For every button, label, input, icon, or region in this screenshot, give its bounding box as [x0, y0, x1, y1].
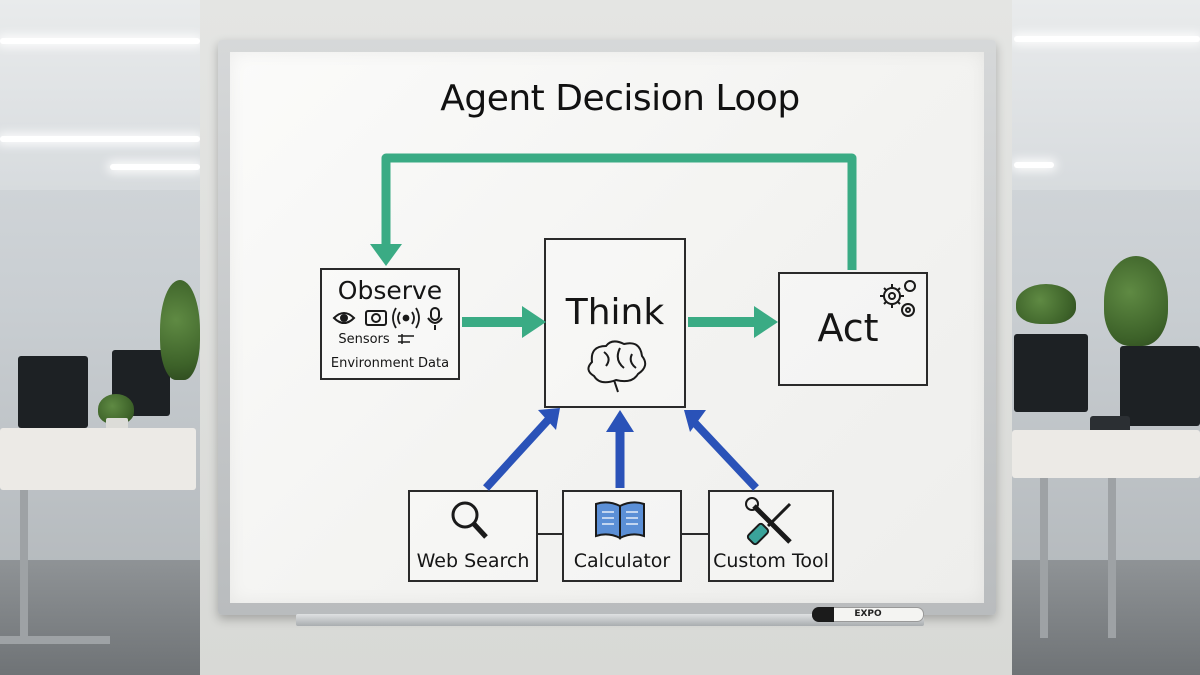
brain-icon — [588, 341, 645, 392]
think-to-act-arrow — [688, 306, 778, 338]
feedback-arrow-head — [370, 244, 402, 266]
custom-tool-to-think-arrow — [684, 410, 756, 488]
signal-icon — [393, 308, 419, 328]
eye-icon — [334, 313, 354, 323]
observe-to-think-arrow — [462, 306, 546, 338]
microphone-icon — [428, 308, 442, 330]
calculator-to-think-arrow — [606, 410, 634, 488]
book-icon — [596, 502, 644, 538]
magnifier-icon — [453, 503, 486, 537]
feedback-arrow — [386, 158, 852, 270]
wrench-screwdriver-icon — [746, 498, 790, 545]
camera-icon — [366, 311, 386, 325]
gears-icon — [880, 281, 915, 316]
web-search-to-think-arrow — [486, 408, 560, 488]
sensor-wires-icon — [398, 334, 414, 344]
